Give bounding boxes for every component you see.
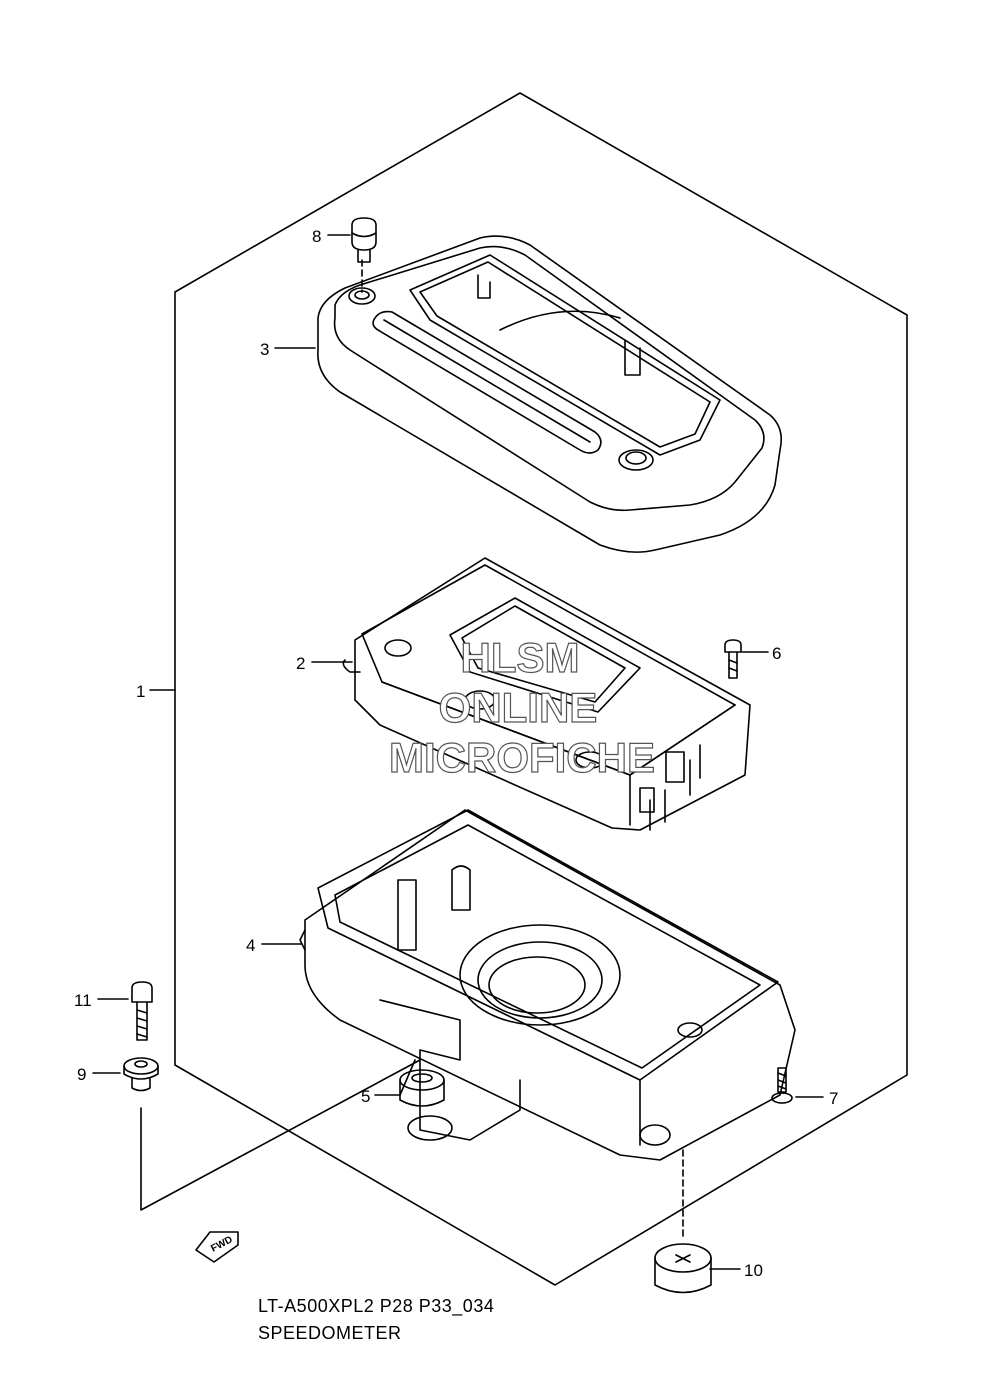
- watermark: HLSM ONLINE MICROFICHE: [388, 633, 655, 781]
- callout-8: 8: [312, 227, 321, 246]
- grommet-part-5: [399, 1069, 445, 1107]
- collar-part-9: [123, 1057, 159, 1092]
- callout-5: 5: [361, 1087, 370, 1106]
- callout-10: 10: [744, 1261, 763, 1280]
- fwd-arrow-label: FWD: [209, 1234, 234, 1254]
- watermark-line-3: MICROFICHE: [389, 734, 655, 781]
- bolt-part-11: [131, 981, 153, 1041]
- callout-4: 4: [246, 936, 255, 955]
- screw-part-6: [724, 639, 742, 679]
- diagram-model-code: LT-A500XPL2 P28 P33_034: [258, 1296, 495, 1316]
- callout-11: 11: [74, 991, 92, 1010]
- meter-assembly-part-2: [342, 557, 751, 831]
- watermark-line-1: HLSM: [461, 634, 580, 681]
- meter-case-part-4: [299, 809, 796, 1161]
- callout-3: 3: [260, 340, 269, 359]
- callout-7: 7: [829, 1089, 838, 1108]
- watermark-line-2: ONLINE: [439, 684, 598, 731]
- forward-direction-arrow: [195, 1231, 239, 1263]
- callout-2: 2: [296, 654, 305, 673]
- callout-9: 9: [77, 1065, 86, 1084]
- cushion-part-10: [654, 1243, 712, 1294]
- callout-1: 1: [136, 682, 145, 701]
- leader-9-bracket: [140, 1059, 421, 1211]
- assembly-boundary-outline: [174, 92, 908, 1286]
- meter-cover-part-3: [317, 235, 783, 553]
- diagram-title: SPEEDOMETER: [258, 1323, 402, 1343]
- screw-part-7: [771, 1067, 793, 1104]
- screw-part-8: [351, 217, 377, 263]
- callout-6: 6: [772, 644, 781, 663]
- callout-labels: 1 2 3 4 5 6 7 8 9 10 11: [74, 227, 838, 1280]
